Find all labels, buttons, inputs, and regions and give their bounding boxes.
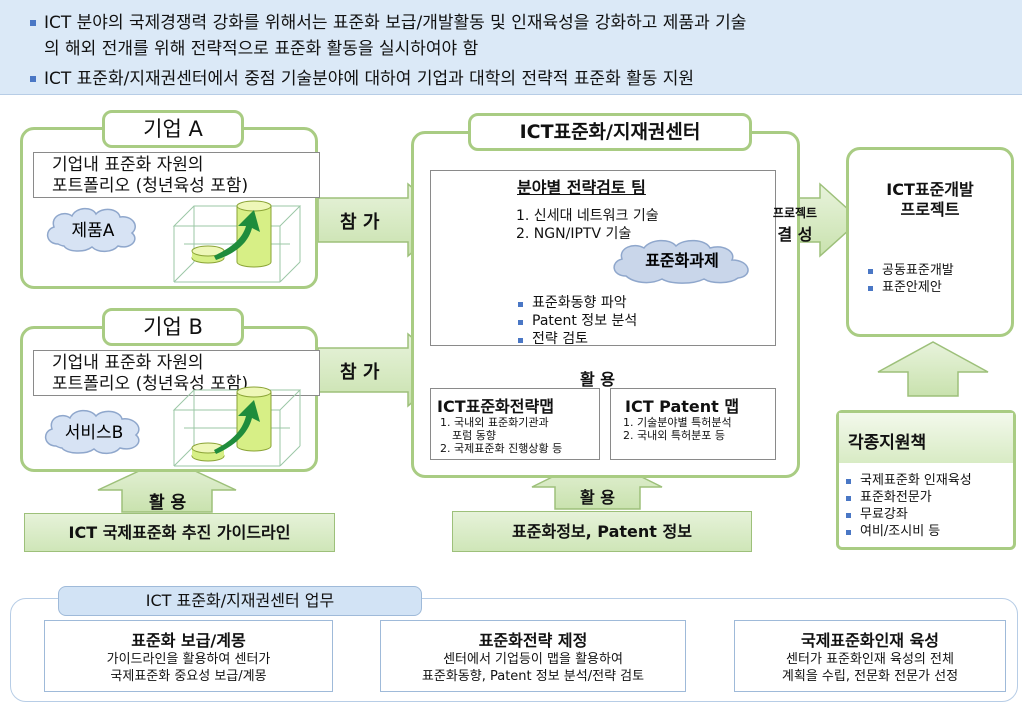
duty-1-line1: 가이드라인을 활용하여 센터가: [106, 652, 271, 667]
duty-card-1: 표준화 보급/계몽 가이드라인을 활용하여 센터가 국제표준화 중요성 보급/계…: [44, 620, 333, 692]
support-bullet-2: 표준화전문가: [844, 489, 972, 506]
strategy-map-items: 1. 국내외 표준화기관과 포럼 동향 2. 국제표준화 진행상황 등: [440, 416, 562, 455]
duties-tab: ICT 표준화/지재권센터 업무: [58, 586, 422, 616]
strategy-map-item-2: 2. 국제표준화 진행상황 등: [440, 442, 563, 455]
standard-task-cloud: 표준화과제: [613, 239, 749, 284]
info-box: 표준화정보, Patent 정보: [452, 511, 752, 552]
project-title-2: 프로젝트: [900, 200, 960, 219]
support-bullet-3: 무료강좌: [844, 506, 972, 523]
center-title: ICT표준화/지재권센터: [468, 113, 752, 151]
bullet-icon: [30, 20, 36, 26]
use-arrow-guideline: [97, 457, 237, 513]
duty-1-title: 표준화 보급/계몽: [131, 631, 246, 650]
project-arrow-label-1: 프로젝트: [772, 206, 818, 220]
strategy-team-title: 분야별 전략검토 팀: [517, 178, 646, 197]
project-bullet-1: 공동표준개발: [866, 262, 954, 279]
duties-tab-label: ICT 표준화/지재권센터 업무: [145, 591, 335, 610]
support-title-band: [839, 413, 1013, 463]
support-bullets: 국제표준화 인재육성 표준화전문가 무료강좌 여비/조시비 등: [844, 472, 972, 540]
join-b-label: 참 가: [340, 362, 380, 383]
team-item-2: 2. NGN/IPTV 기술: [516, 226, 632, 242]
project-bullet-2: 표준안제안: [866, 279, 954, 296]
duty-3-title: 국제표준화인재 육성: [800, 631, 940, 650]
use-info-label: 활 용: [580, 488, 616, 507]
company-a-cloud-label: 제품A: [72, 221, 115, 241]
support-bullet-4: 여비/조시비 등: [844, 523, 972, 540]
info-box-label: 표준화정보, Patent 정보: [512, 522, 692, 541]
company-a-portfolio-line2: 포트폴리오 (청년육성 포함): [52, 176, 249, 196]
use-arrow-info: [531, 454, 663, 510]
duty-card-2: 표준화전략 제정 센터에서 기업등이 맵을 활용하여 표준화동향, Patent…: [380, 620, 686, 692]
use-guideline-label: 활 용: [149, 493, 187, 513]
duty-1-line2: 국제표준화 중요성 보급/계몽: [110, 669, 267, 684]
use-map-label: 활 용: [580, 370, 616, 389]
team-item-1: 1. 신세대 네트워크 기술: [516, 208, 659, 224]
standard-task-label: 표준화과제: [645, 251, 719, 270]
strategy-map-item-1b: 포럼 동향: [452, 429, 496, 442]
support-bullet-1: 국제표준화 인재육성: [844, 472, 972, 489]
duty-3-line2: 계획을 수립, 전문화 전문가 선정: [781, 669, 959, 684]
patent-map-items: 1. 기술분야별 특허분석 2. 국내외 특허분포 등: [623, 416, 732, 442]
project-arrow-label: 프로젝트 결 성: [762, 204, 828, 245]
strategy-map-title: ICT표준화전략맵: [437, 397, 554, 416]
team-bullet-2: Patent 정보 분석: [516, 312, 637, 330]
guideline-label: ICT 국제표준화 추진 가이드라인: [68, 523, 291, 542]
company-b-cloud: 서비스B: [44, 409, 140, 455]
company-a-cloud: 제품A: [46, 207, 136, 253]
project-title-1: ICT표준개발: [886, 180, 974, 199]
strategy-map-item-1: 1. 국내외 표준화기관과: [440, 416, 549, 429]
patent-map-title: ICT Patent 맵: [625, 397, 740, 416]
company-b-portfolio: 기업내 표준화 자원의 포트폴리오 (청년육성 포함): [33, 350, 320, 396]
company-a-growth-chart: [172, 200, 302, 283]
header-text-1b: 의 해외 전개를 위해 전략적으로 표준화 활동을 실시하여야 함: [44, 39, 479, 59]
header-text-1: ICT 분야의 국제경쟁력 강화를 위해서는 표준화 보급/개발활동 및 인재육…: [44, 13, 747, 33]
support-arrow: [877, 341, 989, 397]
support-title: 각종지원책: [848, 433, 927, 453]
company-a-title-text: 기업 A: [143, 117, 203, 141]
duty-2-line1: 센터에서 기업등이 맵을 활용하여: [443, 652, 623, 667]
team-bullet-1: 표준화동향 파악: [516, 294, 637, 312]
duty-2-line2: 표준화동향, Patent 정보 분석/전략 검토: [421, 669, 645, 684]
patent-map-box: [610, 388, 776, 460]
company-a-portfolio-line1: 기업내 표준화 자원의: [52, 155, 204, 175]
company-b-portfolio-line1: 기업내 표준화 자원의: [52, 353, 204, 373]
company-b-portfolio-line2: 포트폴리오 (청년육성 포함): [52, 374, 249, 394]
project-bullets: 공동표준개발 표준안제안: [866, 262, 954, 296]
header-bullet-1: ICT 분야의 국제경쟁력 강화를 위해서는 표준화 보급/개발활동 및 인재육…: [30, 8, 746, 33]
header-bullet-2: ICT 표준화/지재권센터에서 중점 기술분야에 대하여 기업과 대학의 전략적…: [30, 64, 694, 89]
team-bullet-3: 전략 검토: [516, 330, 637, 348]
project-frame: [846, 147, 1014, 337]
project-arrow-label-2: 결 성: [777, 225, 813, 244]
header-text-2: ICT 표준화/지재권센터에서 중점 기술분야에 대하여 기업과 대학의 전략적…: [44, 69, 695, 89]
join-a-label: 참 가: [340, 212, 380, 233]
company-a-portfolio: 기업내 표준화 자원의 포트폴리오 (청년육성 포함): [33, 152, 320, 198]
company-b-cloud-label: 서비스B: [65, 423, 124, 443]
strategy-team-bullets: 표준화동향 파악 Patent 정보 분석 전략 검토: [516, 294, 637, 348]
duty-3-line1: 센터가 표준화인재 육성의 전체: [786, 652, 954, 667]
center-title-text: ICT표준화/지재권센터: [519, 121, 701, 143]
duty-card-3: 국제표준화인재 육성 센터가 표준화인재 육성의 전체 계획을 수립, 전문화 …: [734, 620, 1006, 692]
strategy-team-items: 1. 신세대 네트워크 기술 2. NGN/IPTV 기술: [516, 207, 659, 243]
patent-map-item-2: 2. 국내외 특허분포 등: [623, 429, 725, 442]
guideline-box: ICT 국제표준화 추진 가이드라인: [24, 513, 335, 552]
bullet-icon: [30, 76, 36, 82]
strategy-map-box: [430, 388, 600, 460]
company-b-title-text: 기업 B: [143, 315, 203, 339]
company-b-growth-chart: [172, 386, 302, 467]
header-bullet-1-cont: 의 해외 전개를 위해 전략적으로 표준화 활동을 실시하여야 함: [44, 34, 478, 59]
header-banner: [0, 0, 1022, 95]
project-title: ICT표준개발 프로젝트: [846, 180, 1014, 220]
patent-map-item-1: 1. 기술분야별 특허분석: [623, 416, 732, 429]
duty-2-title: 표준화전략 제정: [478, 631, 588, 650]
company-b-title: 기업 B: [102, 308, 244, 346]
company-a-title: 기업 A: [102, 110, 244, 148]
